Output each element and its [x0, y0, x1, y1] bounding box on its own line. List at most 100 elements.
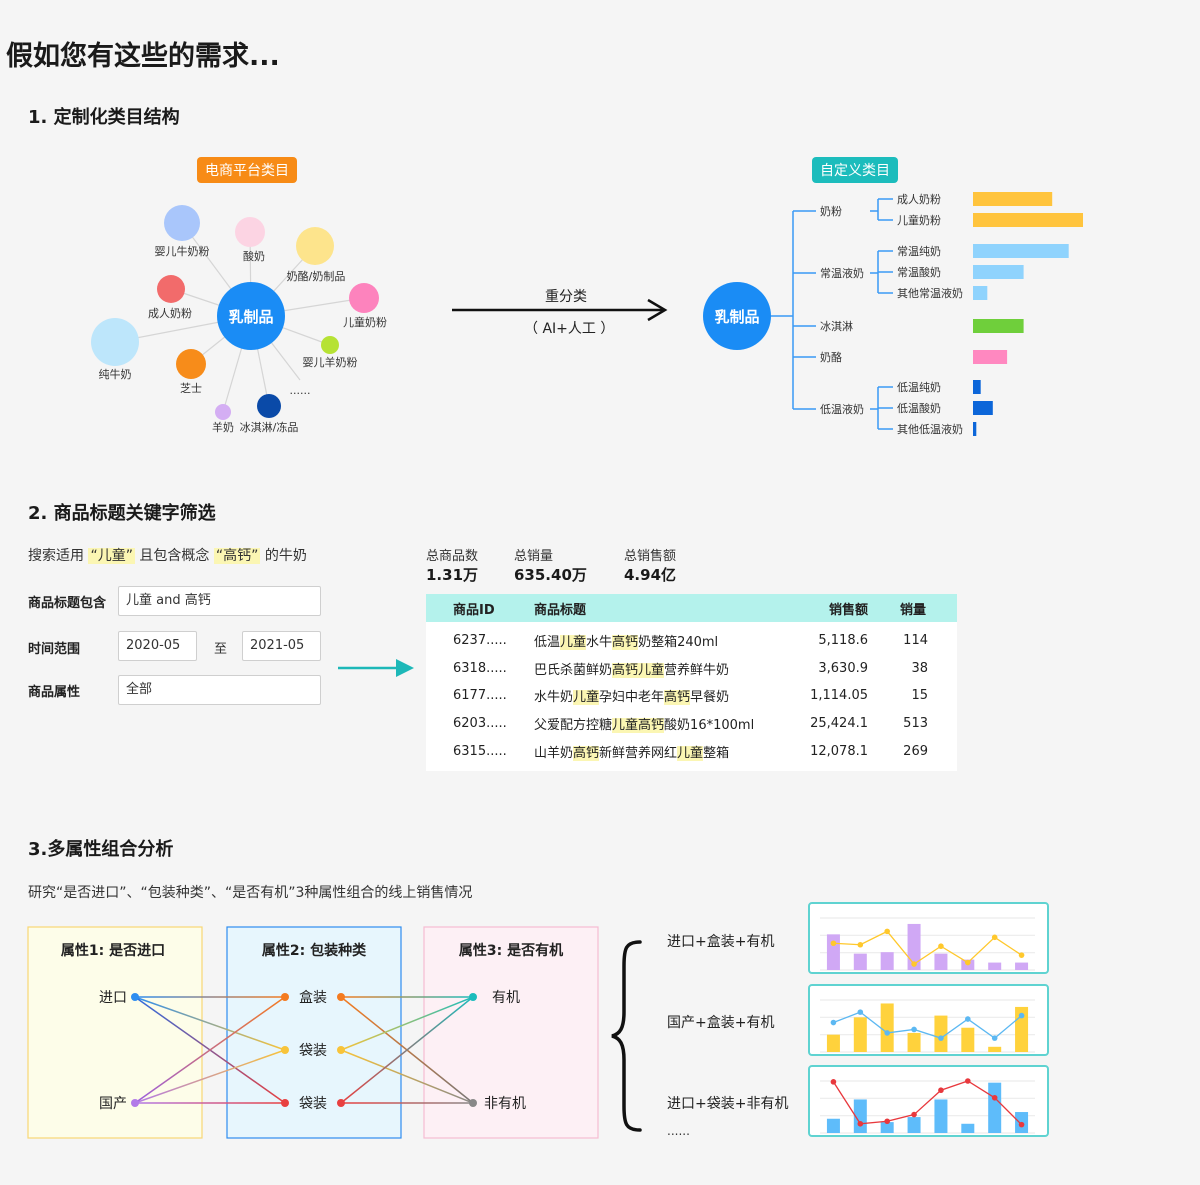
- tree-leaf-bar: [973, 265, 1024, 279]
- kpi-total-revenue-value: 4.94亿: [624, 566, 677, 584]
- attr-1-option-imported: 进口: [99, 990, 127, 1006]
- combo-node-dot: [337, 1046, 345, 1054]
- bar-mark: [880, 952, 894, 970]
- bar-mark: [907, 923, 921, 970]
- bubble-label: 儿童奶粉: [343, 315, 387, 329]
- combo-label-1: 进口+盒装+有机: [667, 934, 775, 950]
- cell-revenue: 5,118.6: [818, 633, 868, 649]
- platform-category-bubbles: 婴儿牛奶粉酸奶奶酪/奶制品成人奶粉儿童奶粉纯牛奶婴儿羊奶粉芝士......羊奶冰…: [91, 205, 387, 434]
- bubble-5: [91, 318, 139, 366]
- title-text: 父爱配方控糖: [534, 718, 613, 734]
- bar-mark: [907, 1032, 921, 1052]
- cell-product-id: 6318.....: [453, 660, 507, 676]
- combo-node-dot: [337, 1099, 345, 1107]
- tree-leaf-bar: [973, 380, 981, 394]
- line-point: [1018, 1121, 1025, 1128]
- header-revenue[interactable]: 销售额: [828, 602, 868, 618]
- time-to-input[interactable]: 2021-05: [242, 631, 321, 661]
- tree-leaf-bar: [973, 401, 993, 415]
- cell-revenue: 3,630.9: [818, 660, 868, 676]
- line-point: [965, 959, 971, 966]
- kpi-total-products-label: 总商品数: [426, 549, 479, 564]
- time-from-input[interactable]: 2020-05: [118, 631, 197, 661]
- bubble-label: 芝士: [180, 382, 202, 395]
- combo-chart-1: [820, 917, 1035, 971]
- cell-quantity: 38: [911, 660, 928, 676]
- tree-subbranch: [870, 251, 879, 293]
- bubble-9: [215, 404, 231, 420]
- line-series: [833, 1011, 1022, 1039]
- line-point: [938, 1087, 944, 1094]
- bubble-7: [176, 349, 206, 379]
- bar-mark: [1015, 962, 1029, 970]
- line-point: [857, 1009, 864, 1015]
- combo-link: [134, 1049, 286, 1104]
- cell-quantity: 15: [911, 688, 928, 704]
- custom-category-tag: 自定义类目: [812, 157, 898, 183]
- header-product-title[interactable]: 商品标题: [534, 602, 587, 618]
- cell-product-title: 水牛奶儿童孕妇中老年高钙早餐奶: [534, 686, 780, 706]
- platform-category-tag: 电商平台类目: [197, 157, 297, 183]
- reclassify-arrow: [452, 298, 668, 322]
- tree-subbranch: [870, 387, 879, 429]
- result-arrow: [338, 659, 414, 677]
- combo-node-dot: [337, 993, 345, 1001]
- tree-group-label: 奶酪: [820, 350, 842, 364]
- line-point: [1018, 1012, 1025, 1019]
- tree-leaf-bar: [973, 422, 977, 436]
- tree-group-label: 冰淇淋: [820, 320, 853, 333]
- line-series: [833, 930, 1022, 965]
- tree-leaf-label: 其他低温液奶: [897, 422, 963, 436]
- line-point: [830, 1079, 837, 1085]
- line-series: [832, 1080, 1023, 1126]
- combo-node-dot: [131, 993, 139, 1001]
- tree-group-label: 低温液奶: [820, 402, 864, 416]
- title-text: 低温: [534, 635, 561, 651]
- kpi-total-products-value: 1.31万: [426, 566, 479, 584]
- title-text: 新鲜营养网红: [599, 745, 678, 761]
- cell-product-title: 低温儿童水牛高钙奶整箱240ml: [534, 631, 780, 651]
- cell-quantity: 269: [903, 743, 928, 759]
- title-text: 整箱: [703, 745, 730, 761]
- bar-mark: [880, 1122, 894, 1133]
- title-text: 孕妇中老年: [599, 690, 665, 706]
- cell-product-title: 山羊奶高钙新鲜营养网红儿童整箱: [534, 742, 780, 761]
- bubble-4: [349, 283, 379, 313]
- tree-leaf-label: 成人奶粉: [897, 192, 941, 206]
- center-node-circle: [217, 282, 285, 350]
- cell-product-title: 父爱配方控糖儿童高钙酸奶16*100ml: [534, 714, 780, 734]
- combo-link: [340, 996, 474, 1051]
- title-text: 水牛奶: [534, 690, 574, 706]
- line-point: [911, 961, 917, 967]
- combo-chart-card-1: [808, 902, 1049, 974]
- combo-node-dot: [281, 1046, 289, 1054]
- title-contains-input[interactable]: 儿童 and 高钙: [118, 586, 321, 616]
- keyword-highlight: 高钙: [612, 635, 639, 651]
- line-point: [857, 941, 864, 948]
- arrow-head-icon: [647, 298, 668, 322]
- product-attr-select[interactable]: 全部: [118, 675, 321, 705]
- bubble-label: 冰淇淋/冻品: [240, 420, 299, 434]
- combo-link: [134, 996, 286, 1104]
- reclassify-label: 重分类: [545, 289, 587, 305]
- combo-chart-2: [820, 999, 1035, 1053]
- tree-group-label: 常温液奶: [820, 266, 864, 280]
- tree-root-label: 乳制品: [714, 308, 759, 326]
- keyword-highlight: 儿童: [638, 662, 665, 678]
- product-table: 商品ID 商品标题 销售额 销量 6237.....低温儿童水牛高钙奶整箱240…: [426, 594, 957, 771]
- cell-revenue: 1,114.05: [810, 688, 868, 704]
- attribute-combination-diagram: 属性1: 是否进口 属性2: 包装种类 属性3: 是否有机 进口 国产 盒装 袋…: [27, 926, 599, 1139]
- header-product-id[interactable]: 商品ID: [453, 602, 495, 618]
- header-quantity[interactable]: 销量: [899, 602, 926, 618]
- combo-node-dot: [281, 1099, 289, 1107]
- bubble-label: 纯牛奶: [99, 367, 132, 381]
- cell-quantity: 513: [903, 716, 928, 732]
- custom-category-tree: 乳制品 奶粉成人奶粉儿童奶粉常温液奶常温纯奶常温酸奶其他常温液奶冰淇淋奶酪低温液…: [703, 192, 1083, 436]
- combo-node-dot: [281, 993, 289, 1001]
